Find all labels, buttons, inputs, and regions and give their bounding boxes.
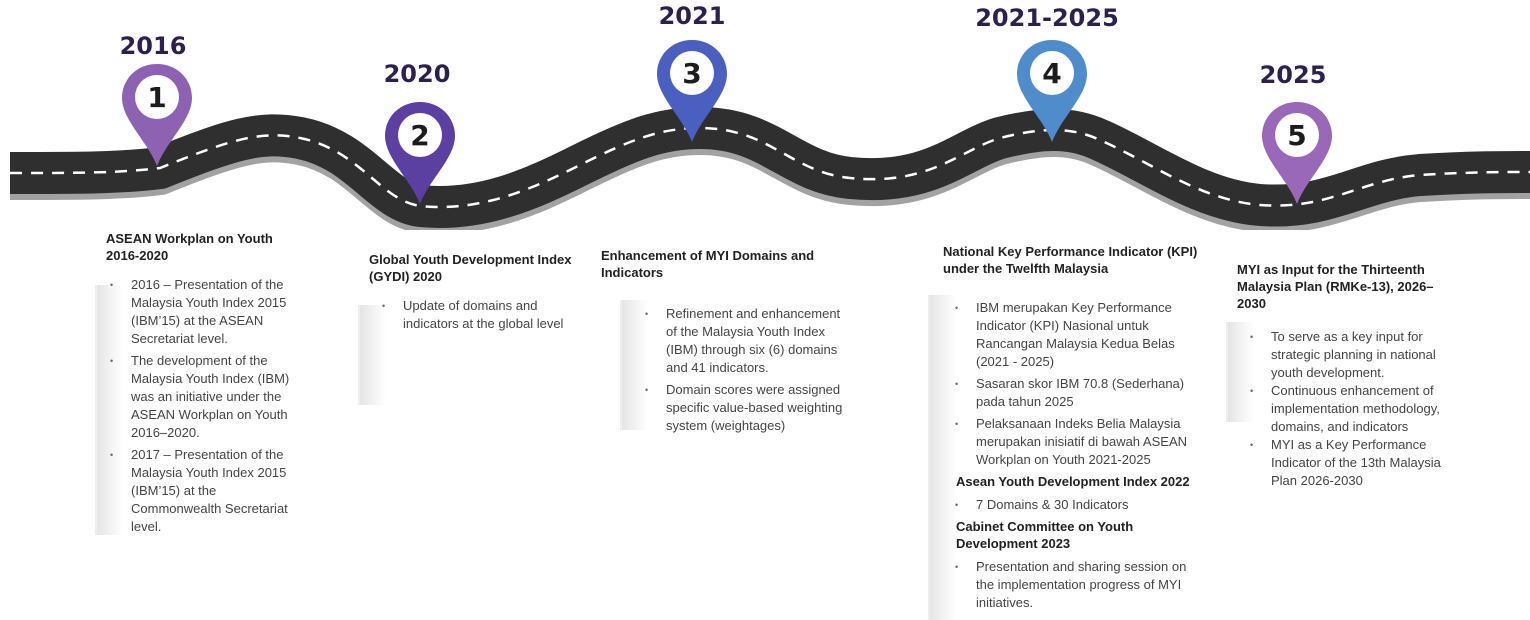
bullet-item: Domain scores were assigned specific val… [641, 381, 846, 435]
milestone-bullets: IBM merupakan Key Performance Indicator … [951, 299, 1205, 469]
map-pin-icon [1262, 102, 1332, 204]
milestone-number: 1 [147, 81, 167, 114]
bullet-item: Update of domains and indicators at the … [378, 297, 584, 333]
year-label-1: 2016 [119, 32, 187, 60]
milestone-number: 3 [682, 57, 702, 90]
year-label-4: 2021-2025 [975, 4, 1119, 32]
milestone-block-5: MYI as Input for the Thirteenth Malaysia… [1237, 261, 1462, 490]
year-label-5: 2025 [1259, 61, 1327, 89]
bullet-item: Sasaran skor IBM 70.8 (Sederhana) pada t… [951, 375, 1205, 411]
milestone-bullets: 2016 – Presentation of the Malaysia Yout… [106, 276, 306, 536]
milestone-number: 2 [410, 119, 430, 152]
milestone-bullets: Refinement and enhancement of the Malays… [641, 305, 846, 435]
map-pin-icon [385, 102, 455, 204]
bullet-item: Pelaksanaan Indeks Belia Malaysia merupa… [951, 415, 1205, 469]
map-pin-2: 2 [383, 100, 457, 204]
bullet-item: To serve as a key input for strategic pl… [1246, 328, 1462, 382]
map-pin-icon [122, 64, 192, 166]
map-pin-5: 5 [1260, 100, 1334, 204]
milestone-bullets: Update of domains and indicators at the … [378, 297, 584, 333]
bullet-item: The development of the Malaysia Youth In… [106, 352, 306, 442]
year-label-2: 2020 [383, 60, 451, 88]
milestone-title: National Key Performance Indicator (KPI)… [943, 244, 1198, 276]
map-pin-4: 4 [1015, 38, 1089, 142]
milestone-number: 4 [1042, 57, 1062, 90]
map-pin-1: 1 [120, 62, 194, 166]
map-pin-icon [657, 40, 727, 142]
milestone-bullets: To serve as a key input for strategic pl… [1246, 328, 1462, 490]
bullet-item: 2017 – Presentation of the Malaysia Yout… [106, 446, 306, 536]
year-label-3: 2021 [658, 2, 726, 30]
milestone-title: Global Youth Development Index (GYDI) 20… [369, 252, 572, 284]
milestone-title: MYI as Input for the Thirteenth Malaysia… [1237, 262, 1434, 311]
milestone-number: 5 [1287, 119, 1307, 152]
bullet-item: 7 Domains & 30 Indicators [951, 496, 1205, 514]
bullet-item: Refinement and enhancement of the Malays… [641, 305, 846, 377]
milestone-block-4: National Key Performance Indicator (KPI)… [943, 243, 1205, 616]
bullet-item: 2016 – Presentation of the Malaysia Yout… [106, 276, 306, 348]
bullet-item: Continuous enhancement of implementation… [1246, 382, 1462, 436]
bullet-item: Presentation and sharing session on the … [951, 558, 1205, 612]
milestone-block-3: Enhancement of MYI Domains and Indicator… [601, 247, 846, 439]
subsection-bullets: 7 Domains & 30 Indicators [951, 496, 1205, 514]
subsection-bullets: Presentation and sharing session on the … [951, 558, 1205, 612]
milestone-title: Enhancement of MYI Domains and Indicator… [601, 248, 815, 280]
subsection-title: Asean Youth Development Index 2022 [956, 474, 1190, 489]
bullet-item: MYI as a Key Performance Indicator of th… [1246, 436, 1462, 490]
bullet-item: IBM merupakan Key Performance Indicator … [951, 299, 1205, 371]
milestone-block-1: ASEAN Workplan on Youth 2016-2020 2016 –… [106, 230, 306, 540]
map-pin-icon [1017, 40, 1087, 142]
milestone-block-2: Global Youth Development Index (GYDI) 20… [369, 251, 584, 337]
winding-road [9, 106, 1530, 230]
milestone-title: ASEAN Workplan on Youth 2016-2020 [106, 231, 273, 263]
map-pin-3: 3 [655, 38, 729, 142]
subsection-title: Cabinet Committee on Youth Development 2… [956, 519, 1134, 551]
